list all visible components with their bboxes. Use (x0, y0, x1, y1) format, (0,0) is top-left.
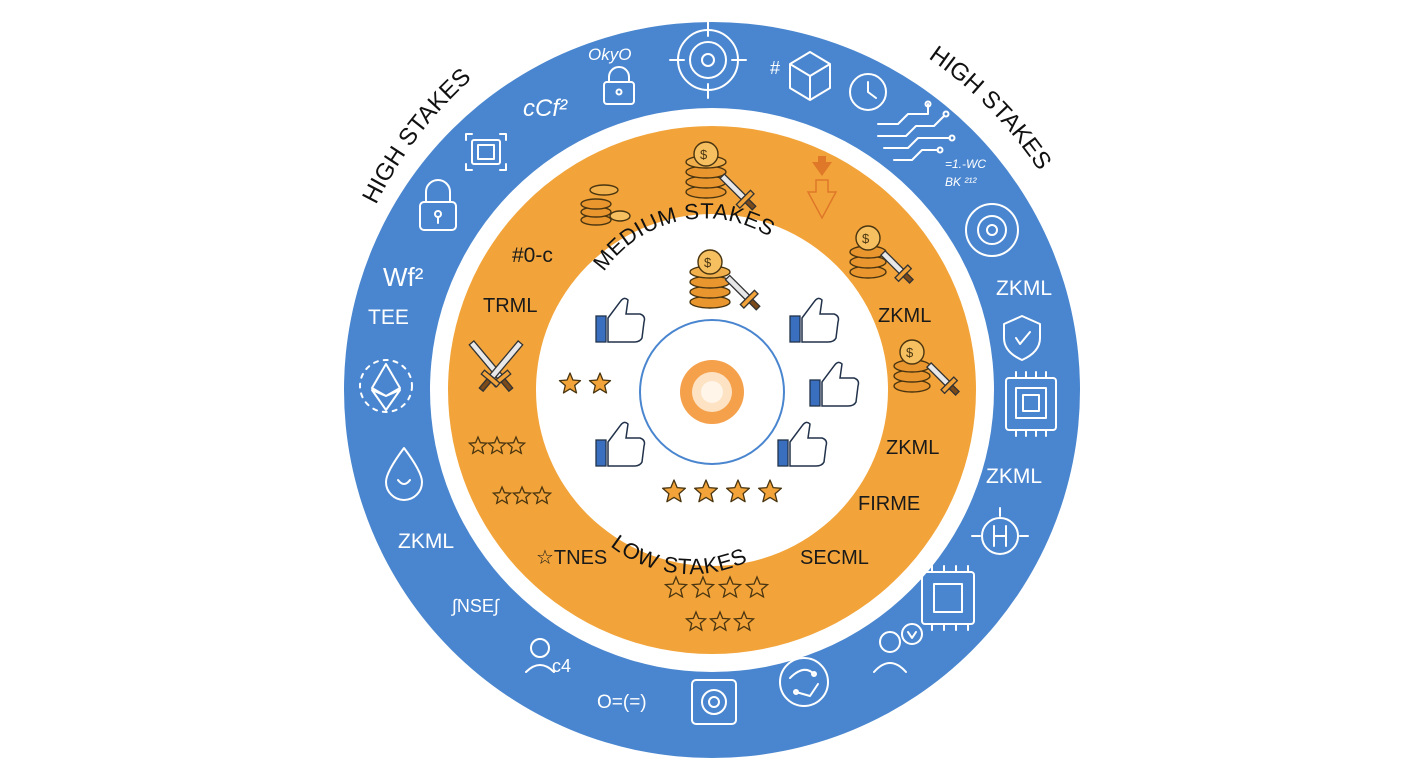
star-icon (732, 610, 756, 632)
star-icon (558, 372, 582, 394)
thumbs-up-icon (595, 421, 646, 467)
star-icon (708, 610, 732, 632)
lock-icon (603, 66, 635, 105)
label-firme: FIRME (858, 493, 920, 515)
shield-icon (1003, 315, 1041, 361)
label-zkml-left: ZKML (398, 530, 454, 553)
formula-ccf: cCf² (523, 95, 568, 122)
clock-icon (849, 73, 887, 111)
coins-icon: $ (685, 141, 727, 199)
hash-mark: # (770, 58, 780, 78)
stars-group (467, 372, 783, 632)
star-icon (486, 435, 508, 455)
target-icon (669, 21, 747, 99)
person-icon (873, 623, 923, 673)
coins-icon: $ (689, 249, 731, 309)
core-dot (701, 381, 723, 403)
crossed-swords-icon (468, 340, 524, 393)
circuit-icon (877, 100, 956, 161)
arrow-down-icon (806, 156, 838, 220)
formula-right-2: BK ²¹² (945, 175, 977, 189)
label-nse: ∫NSE∫ (450, 596, 500, 616)
processor-icon (1005, 371, 1057, 437)
formula-okyo: OkyO (588, 45, 631, 64)
sword-icon (724, 274, 761, 311)
star-icon (661, 479, 687, 503)
star-icon (663, 575, 689, 599)
thumbs-up-icon (595, 297, 646, 343)
label-person-code: c4 (552, 656, 571, 676)
gear-icon (965, 203, 1019, 257)
label-zkml-right-2: ZKML (986, 465, 1042, 488)
star-icon (684, 610, 708, 632)
label-zkml-middle-2: ZKML (886, 437, 939, 459)
label-code: #0-c (512, 244, 553, 267)
label-tnes: ☆TNES (536, 547, 607, 569)
label-zkml-middle-1: ZKML (878, 305, 931, 327)
label-wf: Wf² (383, 262, 424, 292)
svg-text:$: $ (906, 345, 914, 360)
label-trml: TRML (483, 295, 537, 317)
star-icon (757, 479, 783, 503)
formula-bottom: O=(=) (597, 692, 647, 713)
star-icon (744, 575, 770, 599)
star-icon (467, 435, 489, 455)
chip-icon (465, 133, 507, 171)
sword-icon (879, 249, 915, 285)
coins-icon: $ (849, 225, 887, 279)
drop-icon (385, 447, 423, 501)
cube-icon (789, 51, 831, 101)
formula-right-1: =1.-WC (945, 157, 986, 171)
processor-icon (921, 565, 975, 631)
svg-text:$: $ (704, 255, 712, 270)
ethereum-icon (359, 359, 413, 413)
star-icon (588, 372, 612, 394)
star-icon (505, 435, 527, 455)
star-icon (693, 479, 719, 503)
brain-icon (971, 507, 1029, 555)
star-icon (531, 485, 553, 505)
coins-icon (580, 184, 631, 226)
thumbs-up-icon (809, 361, 860, 407)
circuit-icon (779, 657, 829, 707)
star-icon (491, 485, 513, 505)
thumbs-up-icon (777, 421, 828, 467)
core-ring (639, 319, 785, 465)
sword-icon (719, 173, 757, 211)
lock-icon (419, 179, 457, 231)
sword-icon (925, 361, 961, 397)
person-icon (525, 638, 555, 673)
label-tee: TEE (368, 306, 409, 329)
svg-text:$: $ (862, 231, 870, 246)
gear-icon (691, 679, 737, 725)
star-icon (725, 479, 751, 503)
label-secml: SECML (800, 547, 869, 569)
label-zkml-right-1: ZKML (996, 277, 1052, 300)
star-icon (690, 575, 716, 599)
svg-text:$: $ (700, 147, 708, 162)
thumbs-up-icon (789, 297, 840, 343)
star-icon (511, 485, 533, 505)
coins-icon: $ (893, 339, 931, 393)
star-icon (717, 575, 743, 599)
